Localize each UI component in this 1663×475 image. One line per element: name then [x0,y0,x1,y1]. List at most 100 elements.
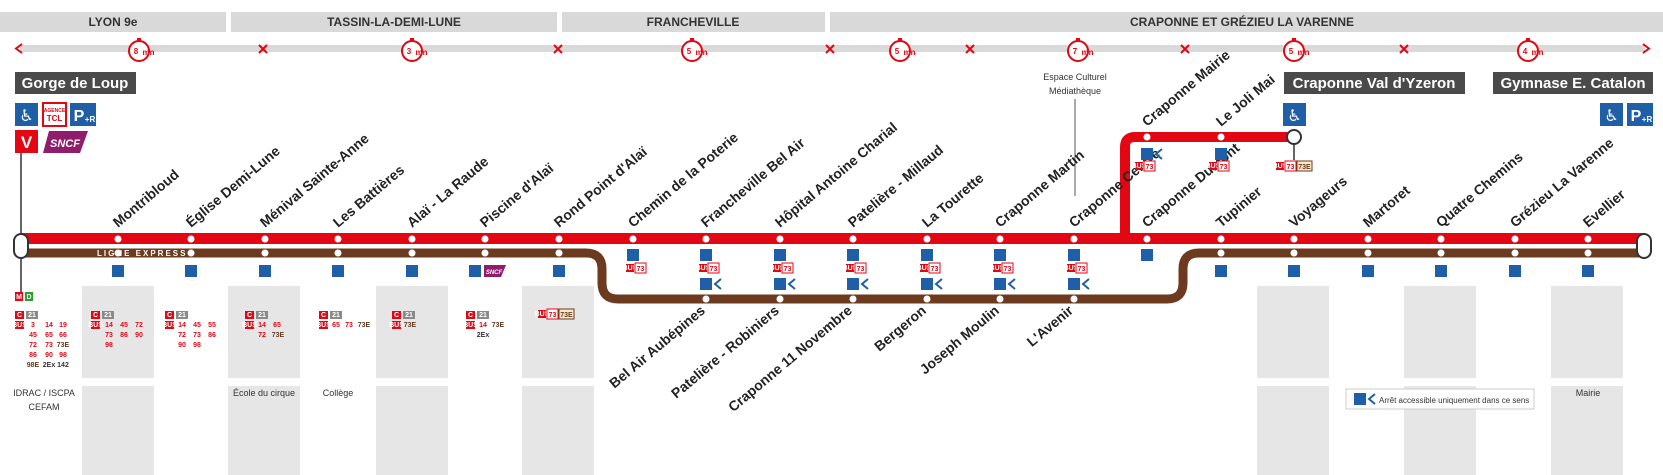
svg-text:45: 45 [193,322,201,329]
eglise-connections: C 21 BUS 14 45 55 72 73 86 90 98 [162,311,216,349]
svg-text:65: 65 [45,332,53,339]
svg-text:C: C [93,312,98,319]
wheelchair-icon [1509,265,1521,277]
alai-connections: C 21 BUS 73E [389,311,417,329]
zone-tassin [231,12,557,32]
wheelchair-icon [994,249,1006,261]
svg-text:Collège: Collège [323,388,354,398]
main-line [20,233,1645,244]
wheelchair-icon [921,249,933,261]
svg-text:C: C [321,312,326,319]
terminus-val-yzeron: Craponne Val d'Yzeron [1284,72,1465,94]
wheelchair-icon [1283,103,1306,126]
svg-text:BUS: BUS [162,322,177,329]
svg-text:2Ex: 2Ex [43,362,56,369]
wheelchair-icon [406,265,418,277]
zone-francheville [562,12,825,32]
terminus-branch-marker [1286,129,1302,145]
svg-text:La Tourette: La Tourette [919,170,987,231]
svg-text:98: 98 [59,352,67,359]
svg-text:14: 14 [479,322,487,329]
svg-text:♿: ♿ [1287,106,1301,125]
svg-text:73: 73 [1004,266,1012,273]
svg-text:Le Joli Mai: Le Joli Mai [1213,71,1278,129]
svg-text:3: 3 [407,47,412,56]
one-way-arrow-icon [713,278,722,290]
legend-text: Arrêt accessible uniquement dans ce sens [1379,396,1529,405]
svg-text:86: 86 [120,332,128,339]
segment-cross-icon [1180,44,1190,54]
svg-text:73E: 73E [272,332,285,339]
svg-text:72: 72 [29,342,37,349]
wheelchair-icon [259,265,271,277]
stop-joseph-moulin: Joseph Moulin [917,295,1004,377]
wheelchair-icon [1600,103,1623,126]
svg-text:Piscine d'Alaï: Piscine d'Alaï [477,159,557,230]
svg-text:mn: mn [1298,48,1310,57]
wheelchair-icon [1362,265,1374,277]
timer-3: 3 mn [401,38,428,62]
wheelchair-icon [112,265,124,277]
svg-text:BUS: BUS [316,322,331,329]
wheelchair-icon [1354,393,1366,405]
svg-text:5: 5 [895,47,900,56]
battieres-connections: C 21 BUS 65 73 73E [316,311,371,329]
svg-text:BUS: BUS [389,322,404,329]
one-way-arrow-icon [1081,278,1090,290]
wheelchair-icon [994,278,1006,290]
svg-text:73E: 73E [560,312,573,319]
svg-text:45: 45 [29,332,37,339]
wheelchair-icon [1215,148,1227,160]
espace-culturel-note: Espace Culturel Médiathèque [1043,72,1107,196]
svg-text:21: 21 [28,312,36,319]
svg-text:21: 21 [479,312,487,319]
svg-text:Espace Culturel: Espace Culturel [1043,72,1107,82]
svg-text:M: M [16,294,22,301]
svg-text:5: 5 [687,47,692,56]
zone-craponne [830,12,1663,32]
svg-text:BUS: BUS [696,265,711,272]
svg-text:BUS: BUS [535,311,550,318]
terminus-east-label: Gymnase E. Catalon [1500,75,1645,92]
svg-text:90: 90 [178,342,186,349]
zone-label-francheville: FRANCHEVILLE [647,15,740,29]
timer-5b: 5 mn [889,38,916,62]
svg-text:BUS: BUS [843,265,858,272]
wheelchair-icon [332,265,344,277]
svg-text:SNCF: SNCF [486,270,503,276]
wheelchair-icon [1435,265,1447,277]
wheelchair-icon [774,249,786,261]
svg-text:7: 7 [1073,47,1078,56]
svg-text:73E: 73E [492,322,505,329]
svg-text:14: 14 [45,322,53,329]
svg-text:19: 19 [59,322,67,329]
svg-text:SNCF: SNCF [50,138,80,150]
menival-connections: C 21 BUS 14 65 72 73E [242,311,285,339]
svg-text:BUS: BUS [990,265,1005,272]
svg-text:BUS: BUS [242,322,257,329]
stop-craponne-11-novembre: Craponne 11 Novembre [725,295,857,415]
legend: Arrêt accessible uniquement dans ce sens [1345,388,1535,410]
svg-text:Montribloud: Montribloud [110,166,182,230]
segment-cross-icon [1399,44,1409,54]
svg-text:5: 5 [1289,47,1294,56]
svg-text:142: 142 [57,362,69,369]
express-stops: Bel Air Aubépines Patelière - Robiniers … [606,295,1078,415]
svg-text:73: 73 [784,266,792,273]
one-way-arrow-icon [934,278,943,290]
svg-text:Tupinier: Tupinier [1213,183,1265,230]
svg-text:73: 73 [857,266,865,273]
svg-text:C: C [167,312,172,319]
svg-text:mn: mn [904,48,916,57]
svg-text:+R: +R [1642,115,1653,124]
svg-text:BUS: BUS [463,322,478,329]
wheelchair-icon [1582,265,1594,277]
stop-le-joli-mai: Le Joli Mai [1213,71,1278,141]
svg-text:72: 72 [135,322,143,329]
express-line-label: LIGNE EXPRESS [97,249,187,258]
agence-tcl-icon [42,102,67,127]
svg-text:+R: +R [85,115,96,124]
terminus-west-marker [13,233,29,259]
wheelchair-icon [847,249,859,261]
one-way-arrow-icon [1007,278,1016,290]
